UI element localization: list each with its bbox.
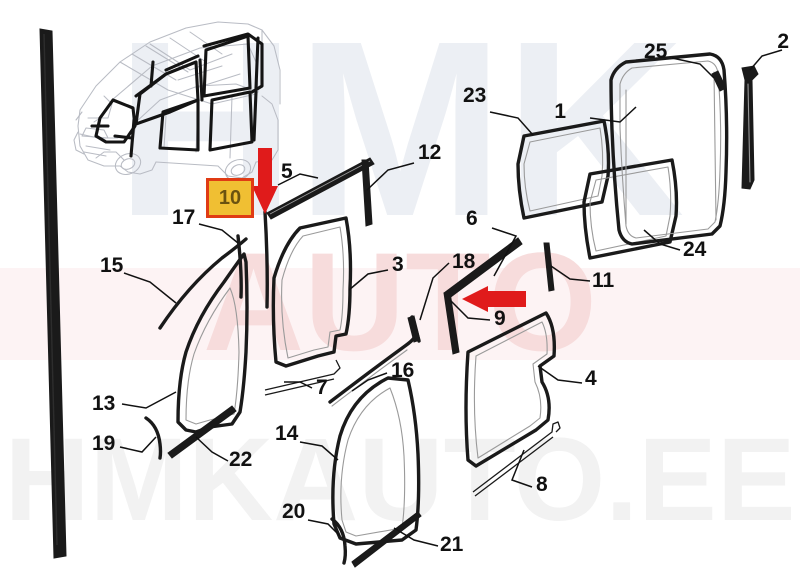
- part-5-shape: [266, 157, 375, 220]
- part-7-shape: [264, 359, 341, 396]
- part-17-shape: [236, 234, 243, 299]
- callout-label-8: 8: [536, 473, 548, 496]
- highlight-label: 10: [218, 187, 242, 209]
- part-4-shape: [464, 311, 557, 468]
- watermark-hmkauto-ee: HMKAUTO.EE: [4, 414, 795, 546]
- part-14-shape: [331, 376, 421, 546]
- part-11-shape: [543, 242, 555, 292]
- callout-label-22: 22: [229, 448, 252, 471]
- callout-label-19: 19: [92, 432, 115, 455]
- part-16-shape: [328, 336, 416, 407]
- callout-label-6: 6: [466, 207, 478, 230]
- part-13-shape: [176, 252, 249, 434]
- callout-label-17: 17: [172, 206, 195, 229]
- part-9-shape: [443, 291, 460, 355]
- part-2-shape: [741, 65, 759, 190]
- part-18-shape: [407, 315, 421, 343]
- callout-label-23: 23: [463, 84, 486, 107]
- callout-label-16: 16: [391, 359, 414, 382]
- callout-label-5: 5: [281, 160, 293, 183]
- callout-label-21: 21: [440, 533, 464, 556]
- leader-lines: [119, 49, 783, 547]
- part-8-shape: [472, 421, 561, 497]
- arrow-left-to-part-9: [462, 286, 526, 312]
- part-22-shape: [167, 405, 237, 459]
- part-19-shape: [144, 416, 163, 460]
- callout-label-9: 9: [494, 307, 506, 330]
- part-21-shape: [351, 511, 422, 568]
- callout-label-15: 15: [100, 254, 124, 277]
- callout-label-12: 12: [418, 141, 441, 164]
- callout-label-7: 7: [316, 376, 328, 399]
- callout-label-20: 20: [282, 500, 305, 523]
- part-23-shape: [516, 119, 611, 220]
- part-24-shape: [582, 158, 679, 260]
- vehicle-illustration: [73, 21, 281, 181]
- callout-label-24: 24: [683, 238, 707, 261]
- part-1-shape: [609, 52, 729, 246]
- part-10-shape: [263, 210, 269, 309]
- callout-label-25: 25: [644, 40, 668, 63]
- arrow-down-to-part-10: [252, 148, 278, 214]
- callout-label-3: 3: [392, 253, 404, 276]
- callout-label-2: 2: [777, 30, 789, 53]
- part-3-shape: [271, 216, 353, 368]
- part-25-shape: [711, 70, 727, 92]
- callout-label-4: 4: [585, 367, 597, 390]
- callout-label-18: 18: [452, 250, 476, 273]
- part-20-shape: [330, 517, 348, 565]
- callout-label-11: 11: [592, 269, 615, 292]
- callout-label-13: 13: [92, 392, 115, 415]
- callout-label-1: 1: [554, 100, 566, 123]
- highlighted-part-number-10[interactable]: 10: [206, 178, 254, 218]
- callout-label-14: 14: [275, 422, 299, 445]
- part-12-shape: [361, 159, 373, 227]
- part-long-rubber-strip: [39, 28, 67, 559]
